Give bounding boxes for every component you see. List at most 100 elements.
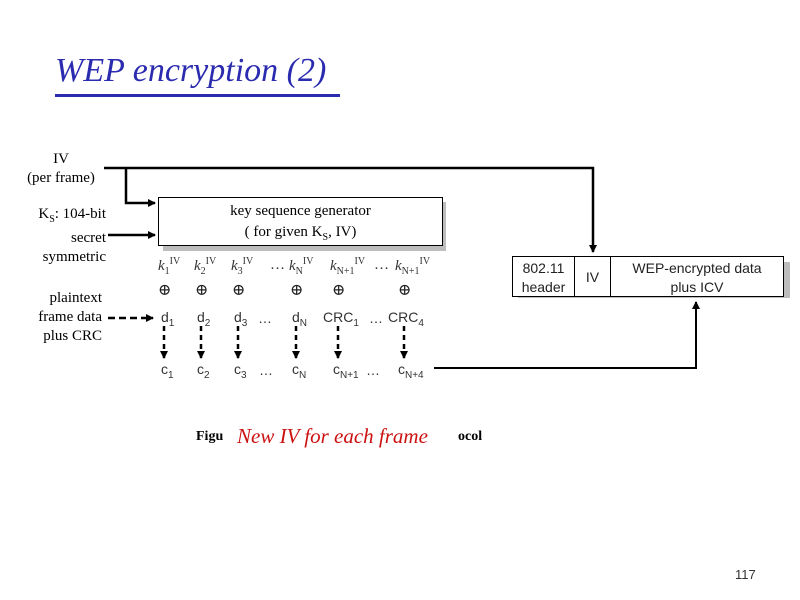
iv-label-line2: (per frame) (27, 170, 95, 186)
xor-symbol-4: ⊕ (290, 280, 303, 300)
key-label-line2: secret (71, 230, 106, 246)
ciphertext-to-frame-arrow (434, 301, 700, 369)
k-letter: k (231, 258, 238, 274)
d-subscript: 3 (241, 317, 248, 329)
k-superscript: IV (302, 256, 314, 267)
plaintext-label: plaintext frame data plus CRC (2, 289, 102, 346)
key-label: KS: 104-bit secret symmetric (2, 205, 106, 267)
slide-title: WEP encryption (2) (55, 52, 327, 89)
d-subscript: 2 (204, 317, 211, 329)
d-subscript: 4 (418, 317, 424, 329)
c-letter: c (161, 361, 168, 377)
xor-glyph: ⊕ (398, 282, 412, 299)
frame-header-line2: header (521, 279, 566, 295)
frame-header-line1: 802.11 (522, 260, 565, 276)
c-letter: c (292, 361, 299, 377)
keystream-k-6: kN+1IV (395, 256, 430, 277)
k-letter: k (330, 258, 337, 274)
ksg-line1: key sequence generator (230, 203, 371, 219)
data-d-5: CRC1 (323, 309, 359, 329)
k-subscript: 2 (200, 266, 206, 277)
frame-box: 802.11 header IV WEP-encrypted data plus… (512, 256, 784, 297)
k-superscript: IV (419, 256, 431, 267)
c-subscript: N+4 (405, 369, 424, 381)
xor-symbol-5: ⊕ (332, 280, 345, 300)
d-letter: CRC (388, 309, 419, 325)
frame-iv-label: IV (585, 269, 600, 285)
data-d-4: dN (292, 309, 307, 329)
cipher-c-1: c1 (161, 361, 174, 381)
data-d-6: CRC4 (388, 309, 424, 329)
ellipsis-d-2: … (369, 310, 383, 326)
key-label-bits: : 104-bit (54, 206, 106, 222)
page-number: 117 (735, 567, 756, 582)
ellipsis-k-1: … (270, 257, 285, 273)
xor-symbol-2: ⊕ (195, 280, 208, 300)
k-superscript: IV (242, 256, 254, 267)
d-subscript: N (299, 317, 308, 329)
k-subscript: 1 (164, 266, 170, 277)
ellipsis-c-1: … (259, 362, 273, 378)
iv-to-frame-arrow (104, 166, 597, 253)
key-label-sub: S (49, 214, 55, 225)
iv-label: IV (per frame) (20, 150, 102, 188)
frame-payload-cell: WEP-encrypted data plus ICV (611, 257, 783, 296)
frame-payload-line2: plus ICV (670, 279, 724, 295)
k-subscript: N+1 (401, 266, 420, 277)
xor-symbol-6: ⊕ (398, 280, 411, 300)
xor-glyph: ⊕ (290, 282, 304, 299)
xor-symbol-3: ⊕ (232, 280, 245, 300)
figure-caption-right: ocol (458, 429, 483, 444)
c-subscript: 2 (204, 369, 210, 381)
data-d-1: d1 (161, 309, 174, 329)
k-superscript: IV (169, 256, 181, 267)
xor-symbol-1: ⊕ (158, 280, 171, 300)
d-subscript: 1 (168, 317, 175, 329)
k-letter: k (289, 258, 296, 274)
c-subscript: N (299, 369, 307, 381)
k-letter: k (158, 258, 165, 274)
plaintext-label-line3: plus CRC (43, 328, 102, 344)
key-sequence-generator-box: key sequence generator ( for given KS, I… (158, 197, 443, 246)
k-subscript: N (295, 266, 303, 277)
c-letter: c (333, 361, 340, 377)
c-subscript: 3 (241, 369, 247, 381)
ellipsis-c-2: … (366, 362, 380, 378)
k-subscript: N+1 (336, 266, 355, 277)
k-superscript: IV (205, 256, 217, 267)
d-letter: CRC (323, 309, 354, 325)
keystream-k-5: kN+1IV (330, 256, 365, 277)
d-letter: d (161, 309, 169, 325)
title-underline (55, 94, 340, 97)
cipher-c-2: c2 (197, 361, 210, 381)
d-subscript: 1 (353, 317, 359, 329)
ksg-line2-post: , IV) (328, 224, 357, 240)
keystream-k-3: k3IV (231, 256, 253, 277)
frame-header-cell: 802.11 header (513, 257, 575, 296)
keystream-k-2: k2IV (194, 256, 216, 277)
c-letter: c (398, 361, 405, 377)
keystream-k-1: k1IV (158, 256, 180, 277)
plaintext-label-line1: plaintext (49, 290, 103, 306)
xor-glyph: ⊕ (195, 282, 209, 299)
c-subscript: 1 (168, 369, 174, 381)
c-letter: c (234, 361, 241, 377)
key-label-line3: symmetric (42, 249, 106, 265)
new-iv-callout: New IV for each frame (234, 424, 431, 449)
iv-label-line1: IV (53, 151, 69, 167)
k-subscript: 3 (237, 266, 243, 277)
ellipsis-d-1: … (258, 310, 272, 326)
ksg-line2-pre: ( for given K (244, 224, 323, 240)
keystream-k-4: kNIV (289, 256, 313, 277)
k-superscript: IV (354, 256, 366, 267)
ksg-line2: ( for given KS, IV) (159, 222, 442, 248)
frame-iv-cell: IV (575, 257, 611, 296)
c-letter: c (197, 361, 204, 377)
data-d-3: d3 (234, 309, 247, 329)
xor-glyph: ⊕ (232, 282, 246, 299)
iv-to-ksg-arrow (124, 168, 156, 207)
ellipsis-k-2: … (374, 257, 389, 273)
cipher-c-5: cN+1 (333, 361, 359, 381)
xor-glyph: ⊕ (158, 282, 172, 299)
